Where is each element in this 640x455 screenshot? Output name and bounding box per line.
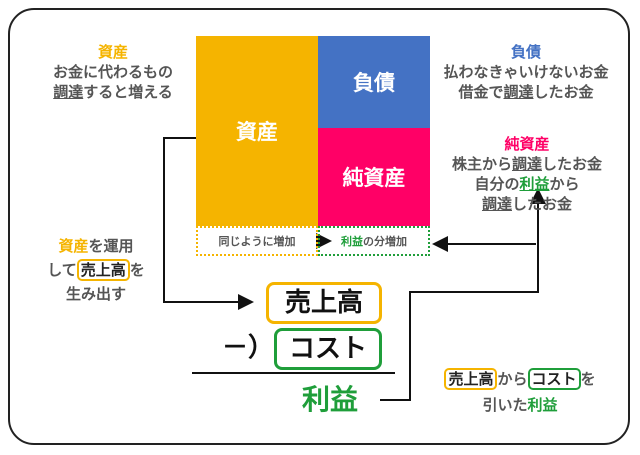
- cost-box: コスト: [274, 328, 382, 370]
- use-note-line1: 資産を運用: [30, 234, 162, 258]
- assets-note-line2: 調達すると増える: [34, 82, 192, 102]
- liabilities-note-line2-b: したお金: [533, 83, 594, 101]
- minus-sign: －）: [222, 333, 275, 363]
- assets-note-line1: お金に代わるもの: [52, 63, 173, 81]
- net-assets-note-line2-a: 自分の: [474, 175, 520, 193]
- net-assets-note: 純資産 株主から調達したお金 自分の利益から 調達したお金: [432, 134, 622, 214]
- liabilities-note-underlined: 調達: [503, 83, 534, 101]
- net-assets-note-line1-a: 株主から: [451, 155, 512, 173]
- net-assets-note-line1: 株主から調達したお金: [432, 154, 622, 174]
- profit-note: 売上高からコストを 引いた利益: [424, 366, 616, 418]
- net-assets-note-line3-underlined: 調達: [481, 195, 512, 213]
- net-assets-note-line2-profit: 利益: [519, 175, 550, 193]
- liabilities-note-line2: 借金で調達したお金: [426, 82, 626, 102]
- liabilities-note: 負債 払わなきゃいけないお金 借金で調達したお金: [426, 42, 626, 102]
- assets-note-line2-rest: すると増える: [83, 83, 173, 101]
- assets-note-underlined: 調達: [53, 83, 84, 101]
- net-assets-note-line1-b: したお金: [542, 155, 603, 173]
- net-assets-note-line2: 自分の利益から: [432, 174, 622, 194]
- profit-note-profit: 利益: [527, 396, 558, 414]
- net-assets-note-line3: 調達したお金: [432, 194, 622, 214]
- net-assets-block: 純資産: [318, 128, 430, 226]
- profit-note-kara: から: [497, 370, 528, 388]
- assets-increase-label: 同じように増加: [218, 235, 296, 248]
- assets-increase-box: 同じように増加: [196, 226, 318, 256]
- use-assets-note: 資産を運用 して売上高を 生み出す: [30, 234, 162, 306]
- profit-note-line2: 引いた利益: [424, 392, 616, 418]
- use-note-sales-box: 売上高: [76, 259, 130, 281]
- assets-note-title: 資産: [97, 43, 128, 61]
- profit-note-line2-a: 引いた: [482, 396, 528, 414]
- net-assets-note-line3-b: したお金: [512, 195, 573, 213]
- outer-frame: [8, 8, 630, 445]
- assets-note: 資産 お金に代わるもの 調達すると増える: [34, 42, 192, 102]
- profit-increase-profit: 利益: [341, 235, 363, 248]
- liabilities-note-line2-a: 借金で: [458, 83, 504, 101]
- use-note-line2-b: を: [129, 261, 145, 279]
- profit-increase-box: 利益の分増加: [318, 226, 430, 256]
- net-assets-note-line1-underlined: 調達: [511, 155, 542, 173]
- net-assets-note-line2-b: から: [549, 175, 580, 193]
- profit-to-net-assets-line: [380, 188, 546, 401]
- assets-block-label: 資産: [236, 120, 278, 144]
- profit-increase-suffix: の分増加: [363, 235, 407, 248]
- profit-note-cost-box: コスト: [527, 368, 581, 390]
- use-note-line2: して売上高を: [30, 258, 162, 282]
- sales-box: 売上高: [266, 282, 382, 324]
- net-assets-block-label: 純資産: [342, 166, 406, 190]
- use-note-assets: 資産: [58, 237, 89, 255]
- assets-to-sales-line: [163, 137, 254, 310]
- profit-note-line1: 売上高からコストを: [424, 366, 616, 392]
- net-assets-note-title: 純資産: [504, 135, 550, 153]
- liabilities-block-label: 負債: [353, 71, 395, 95]
- use-note-line2-a: して: [47, 261, 77, 279]
- profit-note-sales-box: 売上高: [444, 368, 498, 390]
- use-note-line3: 生み出す: [65, 285, 126, 303]
- assets-block: 資産: [196, 36, 318, 226]
- profit-label: 利益: [302, 383, 359, 416]
- liabilities-block: 負債: [318, 36, 430, 128]
- profit-note-wo: を: [580, 370, 596, 388]
- use-note-line1-rest: を運用: [88, 237, 134, 255]
- liabilities-note-title: 負債: [510, 43, 541, 61]
- liabilities-note-line1: 払わなきゃいけないお金: [443, 63, 609, 81]
